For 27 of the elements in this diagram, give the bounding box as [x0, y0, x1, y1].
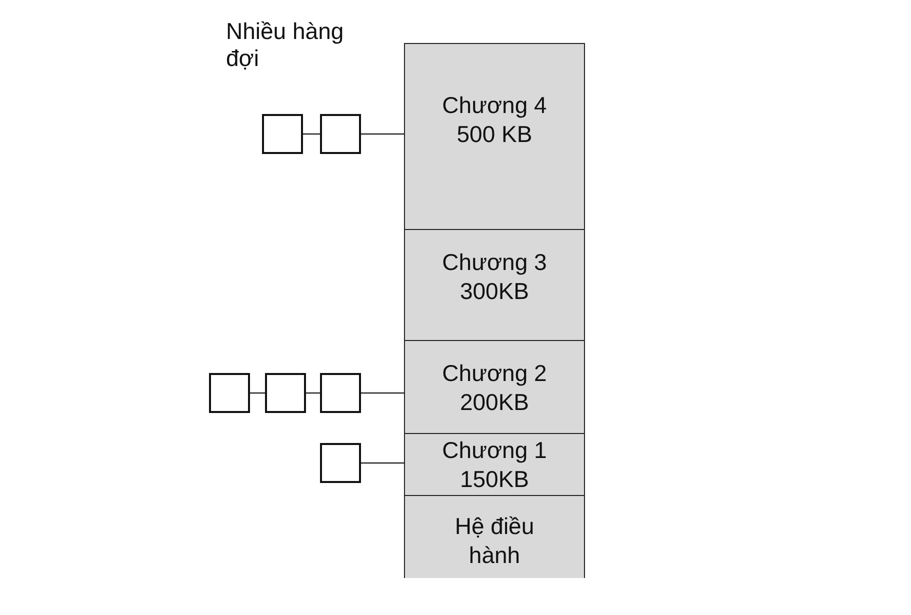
- partition-size: 300KB: [460, 277, 530, 306]
- queue-slot: [320, 114, 361, 154]
- partition-name: Chương 1: [442, 436, 547, 465]
- partition-name: Chương 2: [442, 359, 547, 388]
- memory-partition: [404, 43, 585, 230]
- queue-slot: [320, 443, 361, 483]
- partition-name: Hệ điều hành: [454, 512, 536, 570]
- memory-partition: [404, 495, 585, 578]
- connector-line: [361, 392, 404, 394]
- connector-line: [361, 462, 404, 464]
- partition-size: 500 KB: [456, 120, 532, 149]
- partition-size: 200KB: [460, 388, 530, 417]
- queue-slot: [209, 373, 250, 413]
- queue-slot: [262, 114, 303, 154]
- partition-name: Chương 3: [442, 248, 547, 277]
- connector-line: [250, 392, 265, 394]
- memory-partition: [404, 229, 585, 341]
- connector-line: [303, 133, 320, 135]
- queue-slot: [320, 373, 361, 413]
- partition-name: Chương 4: [442, 91, 547, 120]
- connector-line: [306, 392, 320, 394]
- connector-line: [361, 133, 404, 135]
- partition-size: 150KB: [460, 465, 530, 494]
- memory-partition: [404, 340, 585, 434]
- queue-slot: [265, 373, 306, 413]
- memory-partition: [404, 433, 585, 496]
- queue-caption: Nhiều hàng đợi: [226, 18, 345, 72]
